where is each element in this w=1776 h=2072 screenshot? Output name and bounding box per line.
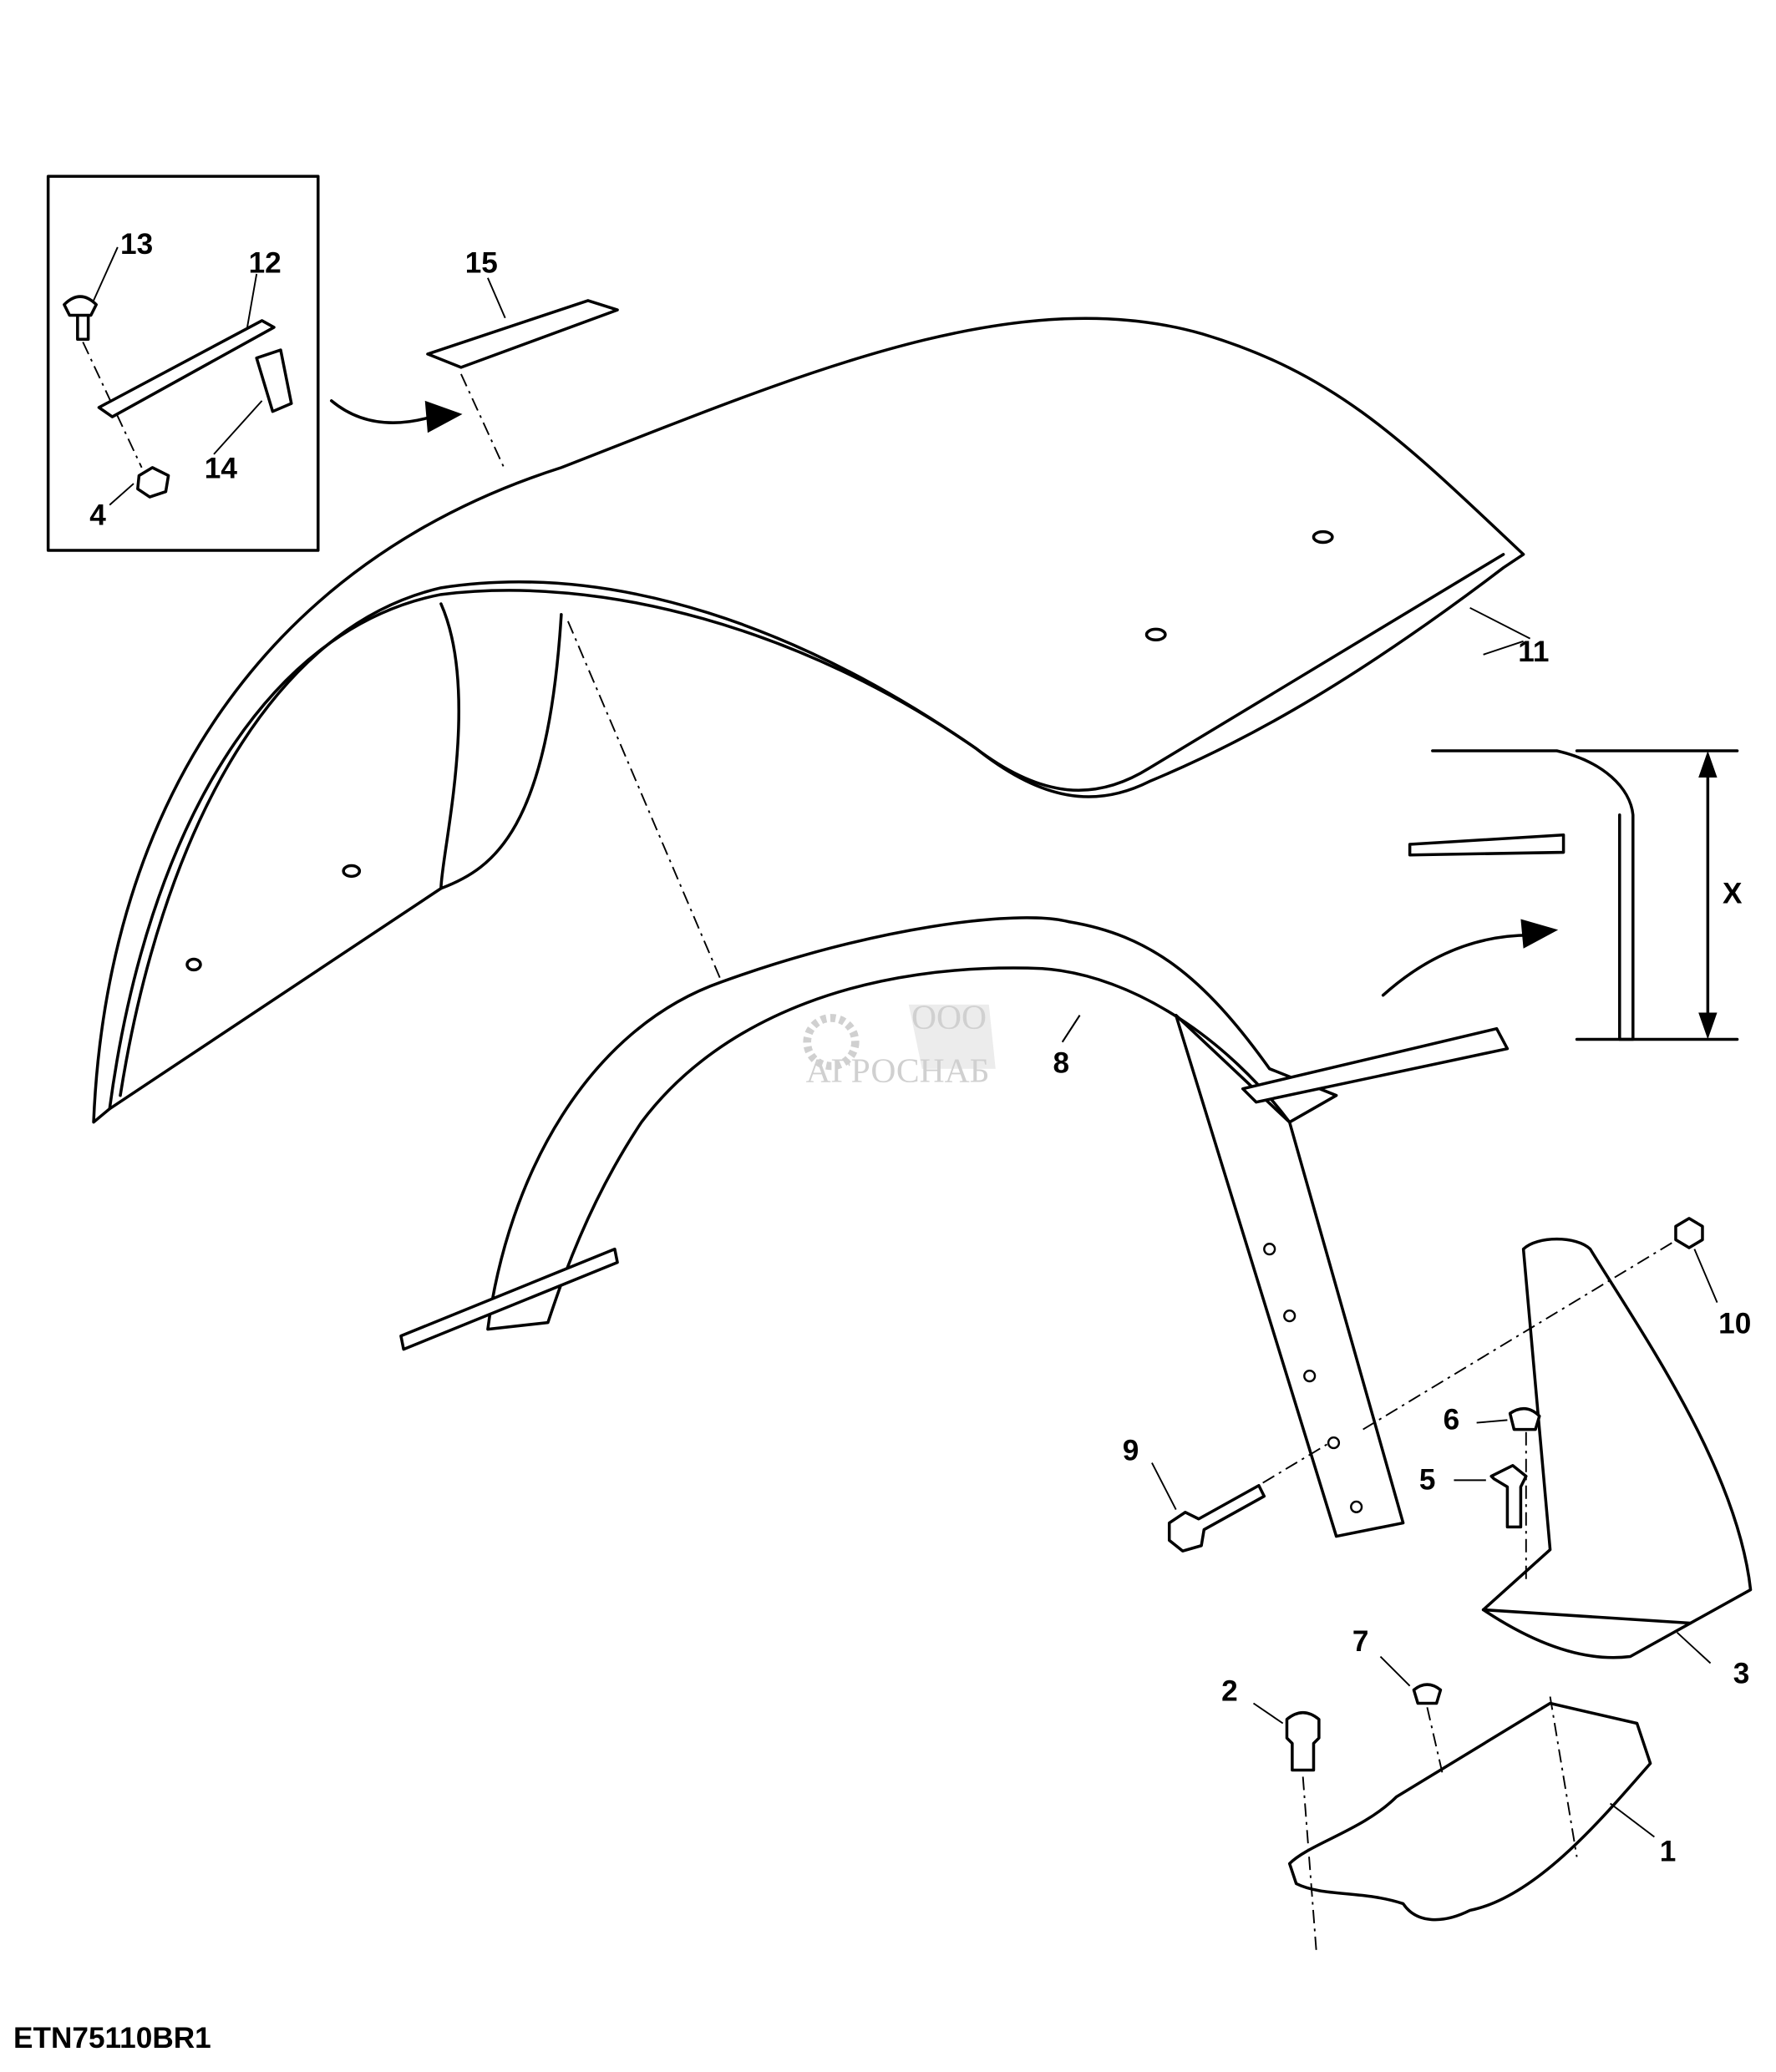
part-6-plug: [1508, 1407, 1541, 1431]
callout-6: 6: [1444, 1404, 1460, 1436]
height-detail: [1408, 749, 1739, 1041]
part-8-support: [399, 916, 1510, 1538]
watermark-name: АГРОСНАБ: [806, 1051, 990, 1090]
watermark-prefix: ООО: [911, 998, 987, 1036]
part-10-nut: [1674, 1217, 1704, 1249]
part-15-strap: [426, 299, 619, 369]
callout-3: 3: [1733, 1658, 1750, 1690]
part-7-plug: [1412, 1683, 1443, 1705]
callout-12: 12: [249, 246, 282, 279]
watermark-logo: ООО АГРОСНАБ: [803, 998, 996, 1090]
part-5-bolt: [1489, 1464, 1528, 1529]
callout-7: 7: [1352, 1625, 1369, 1658]
detail-inset: [46, 175, 320, 552]
callout-9: 9: [1123, 1434, 1139, 1467]
figure-id: ETN75110BR1: [13, 2022, 211, 2054]
callout-labels: 13 12 15 4 14 11 X 8 10 6 5 9 3 7 2 1: [89, 228, 1751, 1867]
callout-13: 13: [120, 228, 153, 261]
callout-8: 8: [1053, 1046, 1070, 1079]
part-3-step: [1362, 1234, 1753, 1664]
callout-1: 1: [1660, 1835, 1677, 1867]
part-2-bolt: [1285, 1710, 1321, 1772]
callout-11: 11: [1518, 636, 1549, 668]
callout-15: 15: [465, 246, 498, 279]
part-9-bolt: [1167, 1484, 1266, 1553]
callout-4: 4: [89, 499, 106, 532]
part-1-bracket: [1287, 1696, 1655, 1922]
part-11-fender: [92, 317, 1525, 1124]
dimension-x-label: X: [1723, 877, 1743, 909]
callout-14: 14: [205, 453, 238, 485]
callout-5: 5: [1419, 1464, 1436, 1497]
callout-2: 2: [1221, 1674, 1238, 1707]
callout-10: 10: [1718, 1307, 1751, 1340]
inset-arrow: [330, 399, 434, 424]
